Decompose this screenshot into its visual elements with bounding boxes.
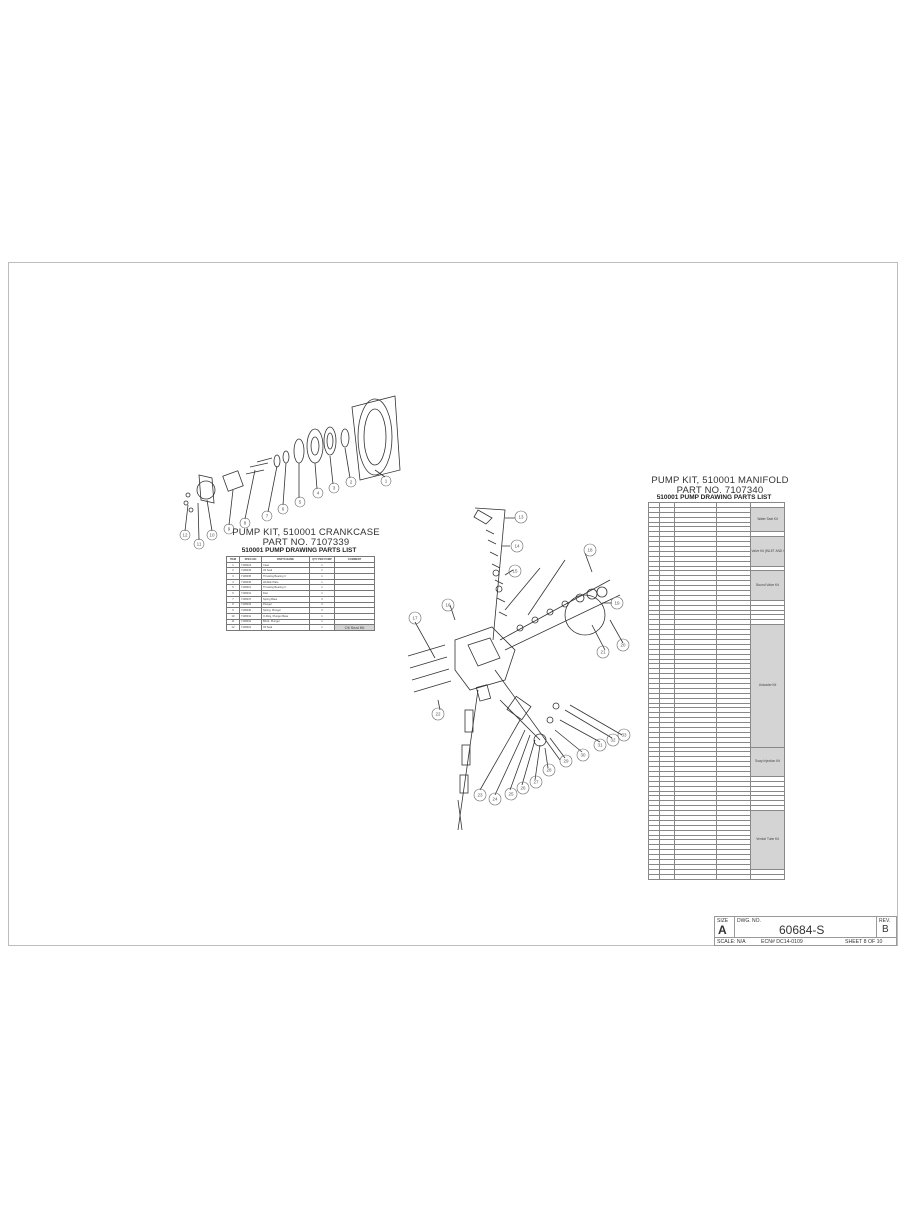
callout-number: 1 <box>385 479 388 484</box>
callout-number: 17 <box>412 616 418 621</box>
callout-number: 14 <box>514 544 520 549</box>
manifold-kit-label: Soap Injection Kit <box>750 746 785 777</box>
crankcase-table-title: 510001 PUMP DRAWING PARTS LIST <box>241 547 357 554</box>
crankcase-kit-name: PUMP KIT, 510001 CRANKCASE <box>232 527 380 538</box>
callout-number: 10 <box>209 533 215 538</box>
plunger-rods <box>245 457 273 475</box>
table-cell: Oil Seal <box>261 624 310 631</box>
manifold-kit-part-number: PART NO. 7107340 <box>676 485 764 496</box>
bearing-ring <box>323 426 337 456</box>
callout-number: 6 <box>282 507 285 512</box>
table-cell: 7106022 <box>239 624 262 631</box>
callout-number: 3 <box>333 486 336 491</box>
callout-number: 12 <box>182 533 188 538</box>
callout-number: 7 <box>266 514 269 519</box>
size-label: SIZE <box>717 918 729 924</box>
callout-number: 20 <box>620 643 626 648</box>
oil-seal-housing <box>198 474 215 504</box>
wobble-plate <box>306 428 324 464</box>
callout-number: 23 <box>477 793 483 798</box>
drawing-number-value: 60684-S <box>779 923 825 937</box>
manifold-kit-label: Bound Valve Kit <box>750 570 785 601</box>
callout-number: 27 <box>533 780 539 785</box>
drawing-number-cell: DWG. NO. 60684-S <box>735 917 877 938</box>
callout-number: 29 <box>563 759 569 764</box>
callout-number: 16 <box>445 603 451 608</box>
callout-number: 21 <box>600 650 606 655</box>
oil-seal-ring <box>340 428 350 448</box>
scale-text: SCALE: N/A <box>717 939 746 945</box>
manifold-block <box>454 626 516 691</box>
manifold-kit-label: Water Seal Kit <box>750 506 785 533</box>
crankcase-kit-title: PUMP KIT, 510001 CRANKCASE PART NO. 7107… <box>232 528 380 548</box>
callout-number: 8 <box>244 521 247 526</box>
manifold-parts-table: Water Seal Kit Valve Kit (INLET AND OUTL… <box>648 502 785 880</box>
callout-number: 32 <box>610 738 616 743</box>
callout-number: 9 <box>228 527 231 532</box>
crankcase-bore <box>363 408 387 466</box>
table-cell: 12 <box>226 624 240 631</box>
callout-number: 15 <box>512 569 518 574</box>
title-block: SIZE A DWG. NO. 60684-S REV. B SCALE: N/… <box>714 916 897 946</box>
revision-label: REV. <box>879 918 891 924</box>
ecn-text: ECN# DC14-0109 <box>761 939 803 945</box>
callout-number: 5 <box>299 500 302 505</box>
drawing-number-label: DWG. NO. <box>737 918 761 924</box>
callout-number: 31 <box>597 743 603 748</box>
crankcase-body <box>351 395 401 481</box>
callout-number: 18 <box>587 548 593 553</box>
callout-number: 25 <box>508 792 514 797</box>
manifold-kit-name: PUMP KIT, 510001 MANIFOLD <box>651 475 789 486</box>
crankcase-kit-part-number: PART NO. 7107339 <box>262 537 350 548</box>
crankcase-flange <box>357 398 393 476</box>
manifold-kit-label: Unloader Kit <box>750 624 785 748</box>
sheet-number-text: SHEET 8 OF 10 <box>845 939 883 945</box>
size-cell: SIZE A <box>715 917 735 938</box>
callout-number: 30 <box>580 753 586 758</box>
callout-number: 19 <box>614 601 620 606</box>
drawing-sheet-border <box>8 262 898 946</box>
manifold-table-title: 510001 PUMP DRAWING PARTS LIST <box>656 494 772 501</box>
callout-number: 24 <box>492 797 498 802</box>
callout-number: 26 <box>520 786 526 791</box>
size-value: A <box>718 923 727 937</box>
table-cell: Oil Seal Kit <box>334 624 375 631</box>
callout-number: 28 <box>546 768 552 773</box>
callout-number: 11 <box>197 542 202 547</box>
callout-number: 2 <box>350 480 353 485</box>
revision-value: B <box>882 924 889 935</box>
revision-cell: REV. B <box>877 917 896 938</box>
callout-number: 33 <box>621 733 627 738</box>
callout-number: 22 <box>435 712 441 717</box>
manifold-kit-label: Venturi Tube Kit <box>750 810 785 870</box>
manifold-kit-label: Valve Kit (INLET AND OUTLET) <box>750 536 785 567</box>
manifold-bolts <box>407 644 452 693</box>
callout-number: 4 <box>317 491 320 496</box>
plunger-block <box>222 470 244 492</box>
table-cell: 1 <box>309 624 335 631</box>
manifold-kit-title: PUMP KIT, 510001 MANIFOLD PART NO. 71073… <box>640 476 800 496</box>
callout-number: 13 <box>518 515 524 520</box>
thrust-bearing <box>293 438 305 464</box>
